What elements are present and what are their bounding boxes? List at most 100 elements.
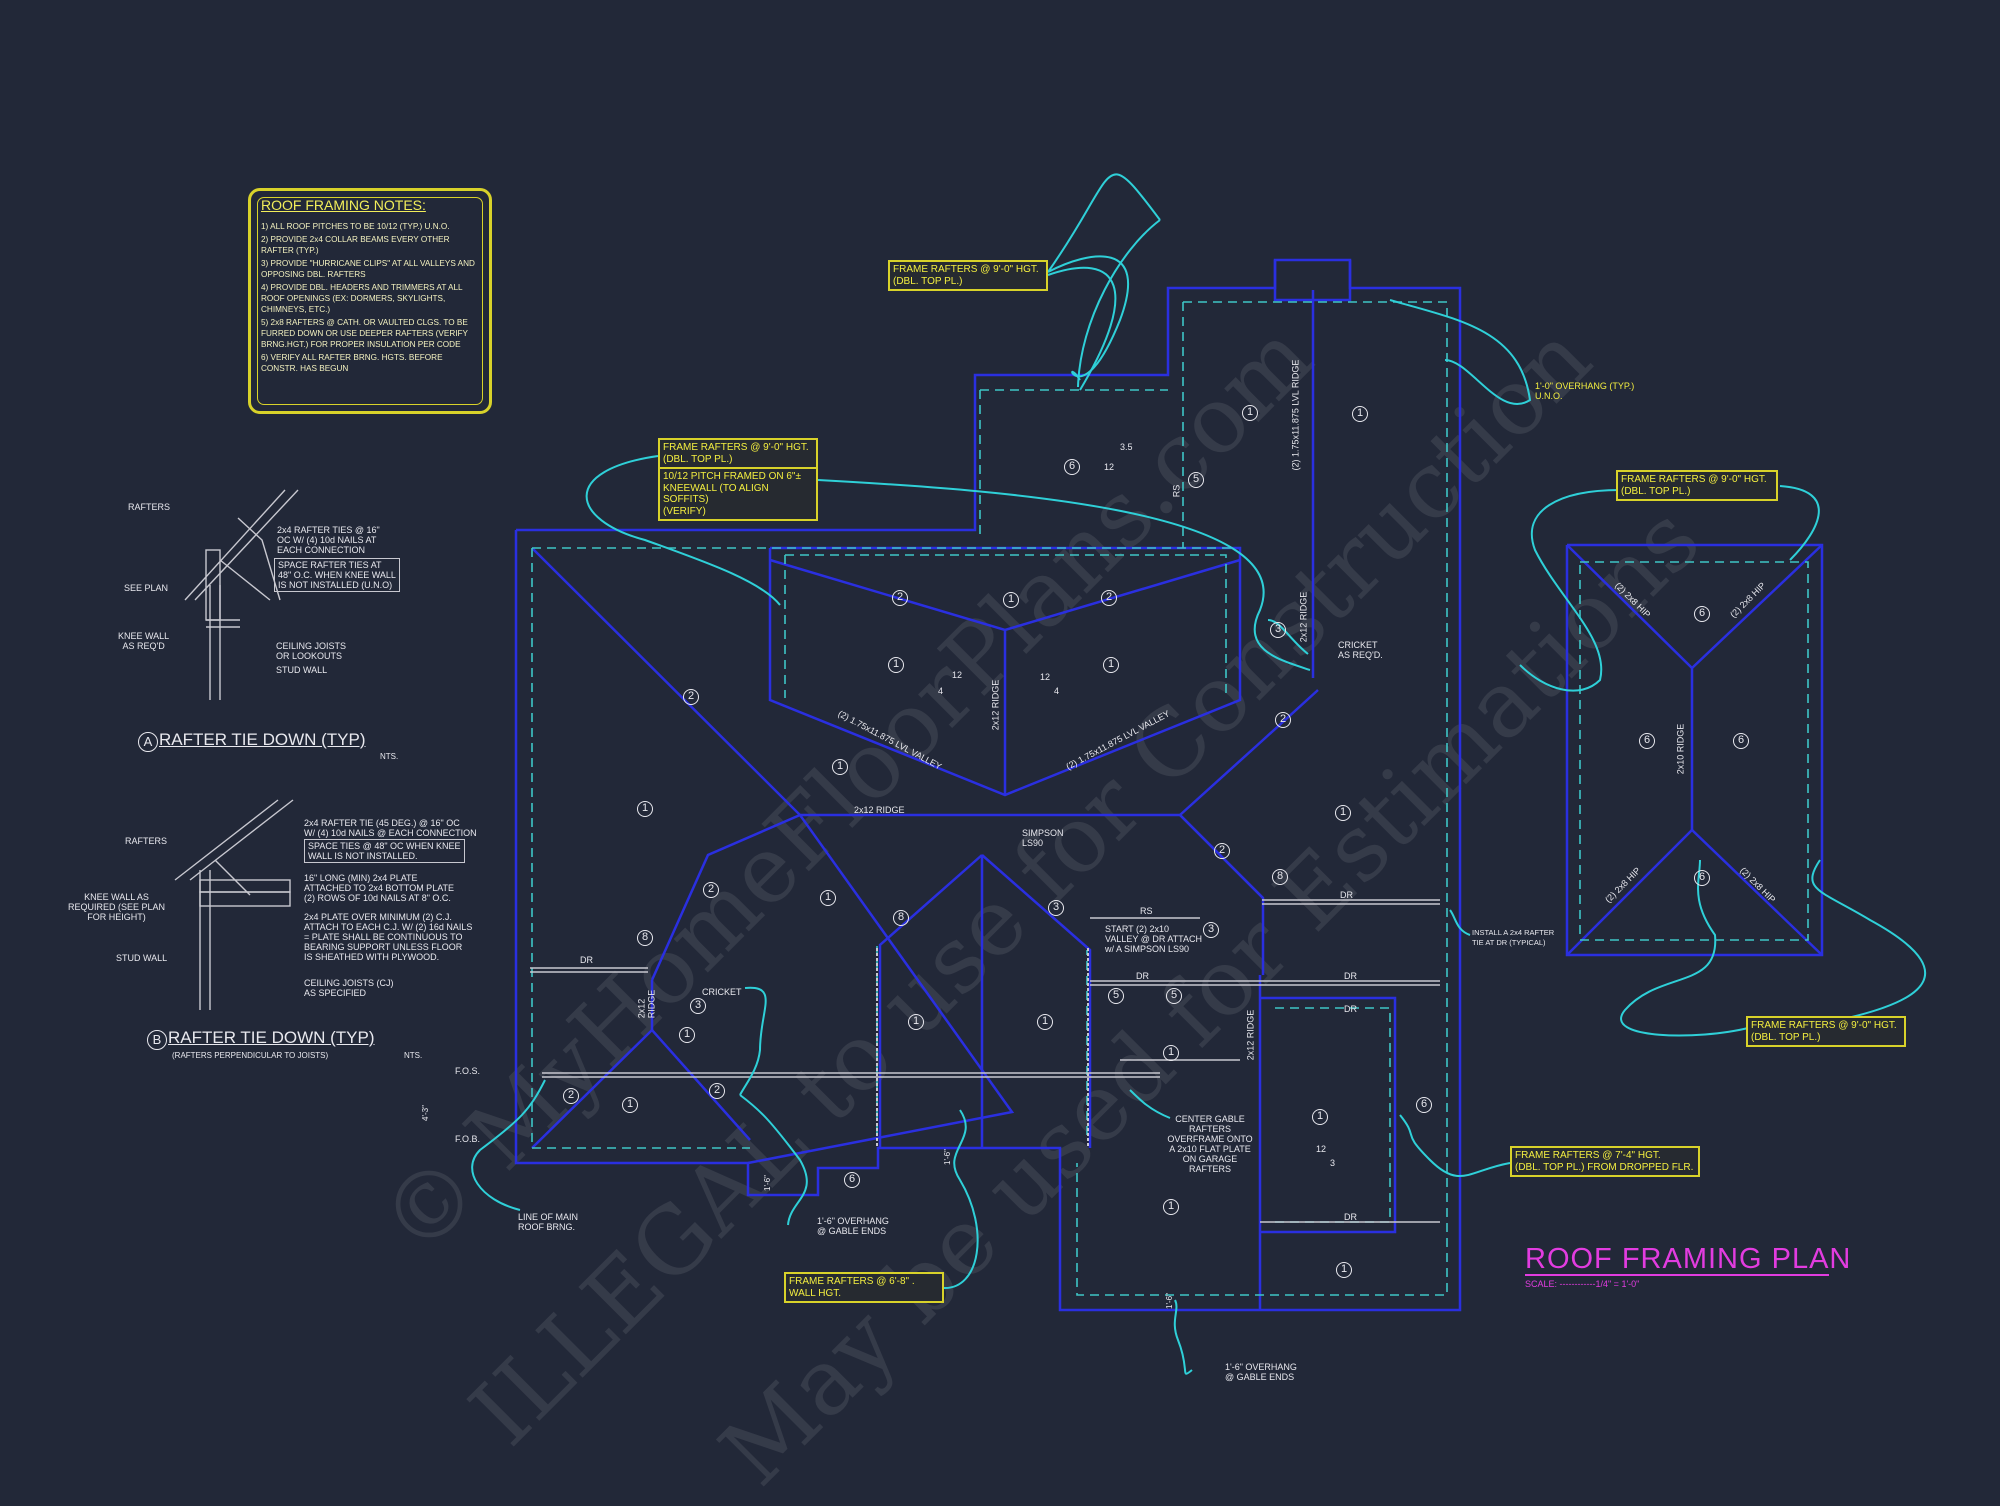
rafter-type-marker: 2	[709, 1083, 725, 1099]
label-pitch-35: 3.5	[1120, 442, 1133, 452]
detail-b-rafters: RAFTERS	[125, 836, 168, 846]
detail-b-over: 2x4 PLATE OVER MINIMUM (2) C.J. ATTACH T…	[304, 912, 473, 962]
rafter-type-marker: 1	[1163, 1045, 1179, 1061]
label-dr-5: DR	[1344, 1004, 1357, 1014]
label-pitch-12c: 12	[1104, 462, 1115, 472]
label-rs-2: RS	[1171, 484, 1182, 498]
callout-garage-line-1: FRAME RAFTERS @ 7'-4" HGT.	[1515, 1150, 1661, 1161]
label-fob: F.O.B.	[455, 1134, 481, 1144]
label-ridge-right: 2x10 RIDGE	[1675, 723, 1686, 775]
detail-b-knee: KNEE WALL AS REQUIRED (SEE PLAN FOR HEIG…	[68, 892, 166, 922]
label-dim-43: 4'-3"	[420, 1105, 430, 1121]
label-dr-1: DR	[580, 955, 593, 965]
callout-right-bottom-line-1: FRAME RAFTERS @ 9'-0" HGT.	[1751, 1020, 1897, 1031]
detail-a-space: SPACE RAFTER TIES AT 48" O.C. WHEN KNEE …	[274, 558, 400, 592]
rafter-type-marker: 1	[1242, 405, 1258, 421]
callout-right-top-frame: FRAME RAFTERS @ 9'-0" HGT. (DBL. TOP PL.…	[1616, 470, 1778, 501]
detail-b-tie: 2x4 RAFTER TIE (45 DEG.) @ 16" OC W/ (4)…	[304, 818, 477, 838]
note-5: 5) 2x8 RAFTERS @ CATH. OR VAULTED CLGS. …	[261, 317, 468, 350]
rafter-type-marker: 6	[1416, 1097, 1432, 1113]
plan-outline	[514, 258, 1824, 1312]
note-1: 1) ALL ROOF PITCHES TO BE 10/12 (TYP.) U…	[261, 222, 450, 231]
label-fos: F.O.S.	[455, 1066, 481, 1076]
rafter-type-marker: 6	[1733, 733, 1749, 749]
callout-top-frame: FRAME RAFTERS @ 9'-0" HGT. (DBL. TOP PL.…	[888, 260, 1048, 291]
label-pitch-12a: 12	[952, 670, 963, 680]
label-ridge-top: 2x12 RIDGE	[1298, 591, 1309, 643]
callout-left-frame: FRAME RAFTERS @ 9'-0" HGT. (DBL. TOP PL.…	[658, 438, 818, 521]
rafter-type-marker: 1	[1352, 406, 1368, 422]
notes-inner-frame	[257, 197, 483, 405]
detail-b-stud: STUD WALL	[116, 953, 168, 963]
rafter-type-marker: 2	[703, 882, 719, 898]
detail-a-ties: 2x4 RAFTER TIES @ 16" OC W/ (4) 10d NAIL…	[277, 525, 380, 555]
callout-garage-line-2: (DBL. TOP PL.) FROM DROPPED FLR.	[1515, 1161, 1694, 1173]
rafter-type-marker: 1	[908, 1014, 924, 1030]
rafter-type-marker: 2	[1214, 843, 1230, 859]
rafter-type-marker: 1	[1163, 1199, 1179, 1215]
label-pitch-12b: 12	[1040, 672, 1051, 682]
rafter-type-marker: 3	[1270, 622, 1286, 638]
label-overhang-typ: 1'-0" OVERHANG (TYP.) U.N.O.	[1535, 381, 1635, 401]
rafter-type-marker: 1	[1312, 1109, 1328, 1125]
callout-right-bottom-frame: FRAME RAFTERS @ 9'-0" HGT. (DBL. TOP PL.…	[1746, 1016, 1906, 1047]
rafter-type-marker: 2	[683, 689, 699, 705]
label-center-gable: CENTER GABLE RAFTERS OVERFRAME ONTO A 2x…	[1167, 1114, 1253, 1174]
rafter-type-marker: 2	[1101, 590, 1117, 606]
note-3: 3) PROVIDE "HURRICANE CLIPS" AT ALL VALL…	[261, 258, 475, 279]
rafter-type-marker: 8	[1272, 869, 1288, 885]
detail-b-title: RAFTER TIE DOWN (TYP)	[168, 1028, 375, 1047]
rafter-type-marker: 2	[1275, 712, 1291, 728]
dr-lines	[530, 899, 1440, 1223]
rafter-type-marker: 8	[893, 910, 909, 926]
detail-a-title: RAFTER TIE DOWN (TYP)	[159, 730, 366, 749]
detail-a-drawing	[184, 489, 299, 700]
label-simpson: SIMPSON LS90	[1022, 828, 1064, 848]
label-ridge-left: 2x12 RIDGE	[636, 989, 657, 1019]
label-pitch-3: 3	[1330, 1158, 1336, 1168]
note-4: 4) PROVIDE DBL. HEADERS AND TRIMMERS AT …	[261, 282, 463, 314]
callout-garage-frame: FRAME RAFTERS @ 7'-4" HGT. (DBL. TOP PL.…	[1510, 1146, 1700, 1177]
label-overhang-left: 1'-6" OVERHANG @ GABLE ENDS	[817, 1216, 889, 1236]
detail-b-ceiling: CEILING JOISTS (CJ) AS SPECIFIED	[304, 978, 394, 998]
callout-top-frame-line-2: (DBL. TOP PL.)	[893, 275, 963, 287]
label-dr-4: DR	[1344, 971, 1357, 981]
rafter-type-marker: 1	[622, 1097, 638, 1113]
rafter-type-marker: 1	[888, 657, 904, 673]
rafter-type-marker: 1	[637, 801, 653, 817]
detail-a-see-plan: SEE PLAN	[124, 583, 169, 593]
label-pitch-12d: 12	[1316, 1144, 1327, 1154]
rafter-type-marker: 3	[690, 998, 706, 1014]
detail-a-scale: NTS.	[380, 752, 399, 761]
label-rs-1: RS	[1140, 906, 1153, 916]
detail-b-plate: 16" LONG (MIN) 2x4 PLATE ATTACHED TO 2x4…	[304, 873, 455, 903]
callout-right-top-line-1: FRAME RAFTERS @ 9'-0" HGT.	[1621, 474, 1767, 485]
plan-title: ROOF FRAMING PLAN	[1525, 1243, 1852, 1275]
label-line-main: LINE OF MAIN ROOF BRNG.	[518, 1212, 579, 1232]
leader-lines	[471, 173, 1926, 1375]
rafter-type-marker: 8	[637, 930, 653, 946]
rafter-type-marker: 6	[844, 1172, 860, 1188]
label-ridge-garage: 2x12 RIDGE	[1245, 1009, 1256, 1061]
callout-left-pitch-line-1: 10/12 PITCH FRAMED ON 6"±	[663, 471, 801, 482]
detail-b-scale: NTS.	[404, 1051, 423, 1060]
rafter-type-marker: 2	[892, 590, 908, 606]
rafter-type-marker: 1	[1336, 1262, 1352, 1278]
detail-b-drawing	[174, 799, 294, 1010]
roof-framing-notes: ROOF FRAMING NOTES: 1) ALL ROOF PITCHES …	[248, 188, 492, 414]
label-cricket-left: CRICKET	[702, 987, 742, 997]
detail-a-stud: STUD WALL	[276, 665, 328, 675]
notes-list: 1) ALL ROOF PITCHES TO BE 10/12 (TYP.) U…	[261, 221, 481, 376]
callout-top-frame-line-1: FRAME RAFTERS @ 9'-0" HGT.	[893, 264, 1039, 275]
rafter-type-marker: 3	[1048, 900, 1064, 916]
detail-a-letter: A	[138, 732, 158, 752]
rafter-type-marker: 6	[1694, 870, 1710, 886]
callout-left-pitch-line-3: (VERIFY)	[663, 505, 706, 517]
label-overhang-bottom: 1'-6" OVERHANG @ GABLE ENDS	[1225, 1362, 1297, 1382]
label-ridge-vert: 2x12 RIDGE	[990, 679, 1001, 731]
callout-bottom-line-1: FRAME RAFTERS @ 6'-8" .	[789, 1276, 915, 1287]
rafter-type-marker: 1	[1037, 1014, 1053, 1030]
rafter-type-marker: 6	[1064, 459, 1080, 475]
rafter-type-marker: 1	[679, 1027, 695, 1043]
